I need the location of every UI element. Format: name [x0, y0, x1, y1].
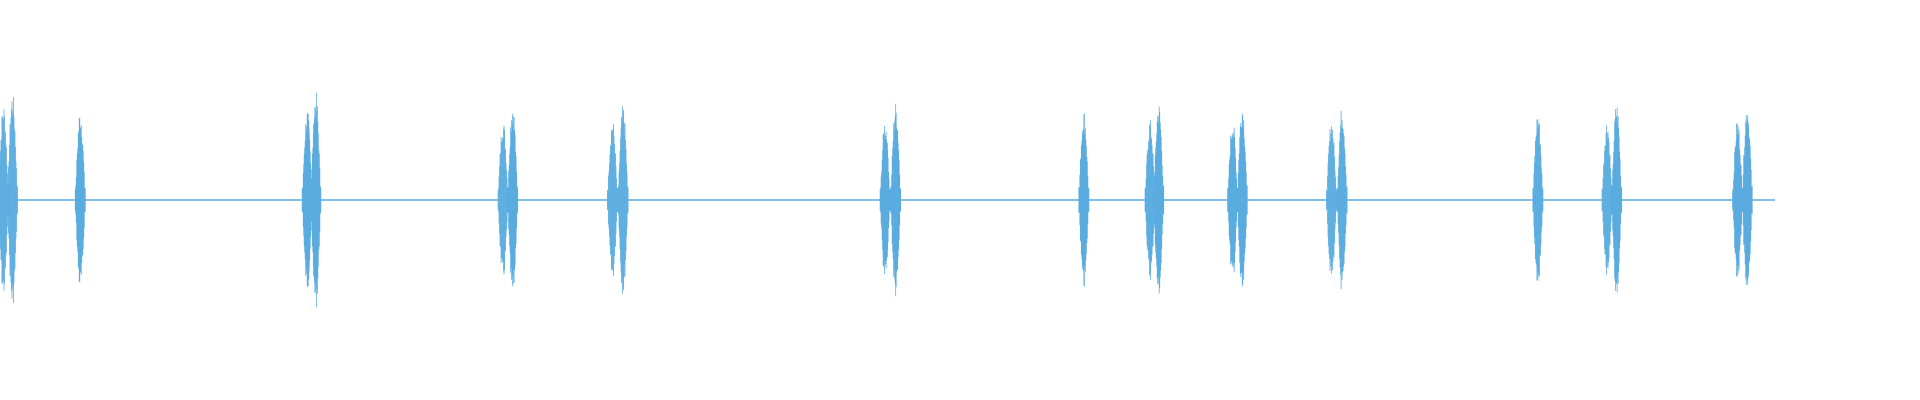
waveform-burst — [1732, 123, 1743, 277]
waveform-burst — [1326, 126, 1337, 274]
waveform-burst — [0, 109, 9, 291]
waveform-burst — [1153, 106, 1165, 294]
waveform-burst — [310, 93, 322, 307]
waveform-burst — [507, 114, 519, 286]
waveform-burst — [1078, 113, 1090, 287]
waveform-burst — [497, 125, 509, 275]
waveform-burst — [7, 97, 18, 303]
waveform-burst — [1532, 119, 1544, 281]
waveform-burst — [879, 126, 891, 274]
waveform-bursts — [0, 93, 1753, 307]
waveform-burst — [301, 113, 313, 287]
waveform-burst — [617, 106, 629, 294]
waveform-burst — [607, 124, 618, 276]
waveform-burst — [1227, 127, 1239, 273]
waveform-burst — [1611, 107, 1623, 293]
waveform-burst — [1741, 115, 1753, 285]
waveform-burst — [1236, 113, 1248, 287]
waveform-burst — [74, 117, 86, 283]
waveform-burst — [1144, 120, 1156, 280]
waveform-burst — [1336, 110, 1348, 290]
waveform-burst — [890, 103, 902, 297]
waveform-burst — [1601, 125, 1613, 275]
